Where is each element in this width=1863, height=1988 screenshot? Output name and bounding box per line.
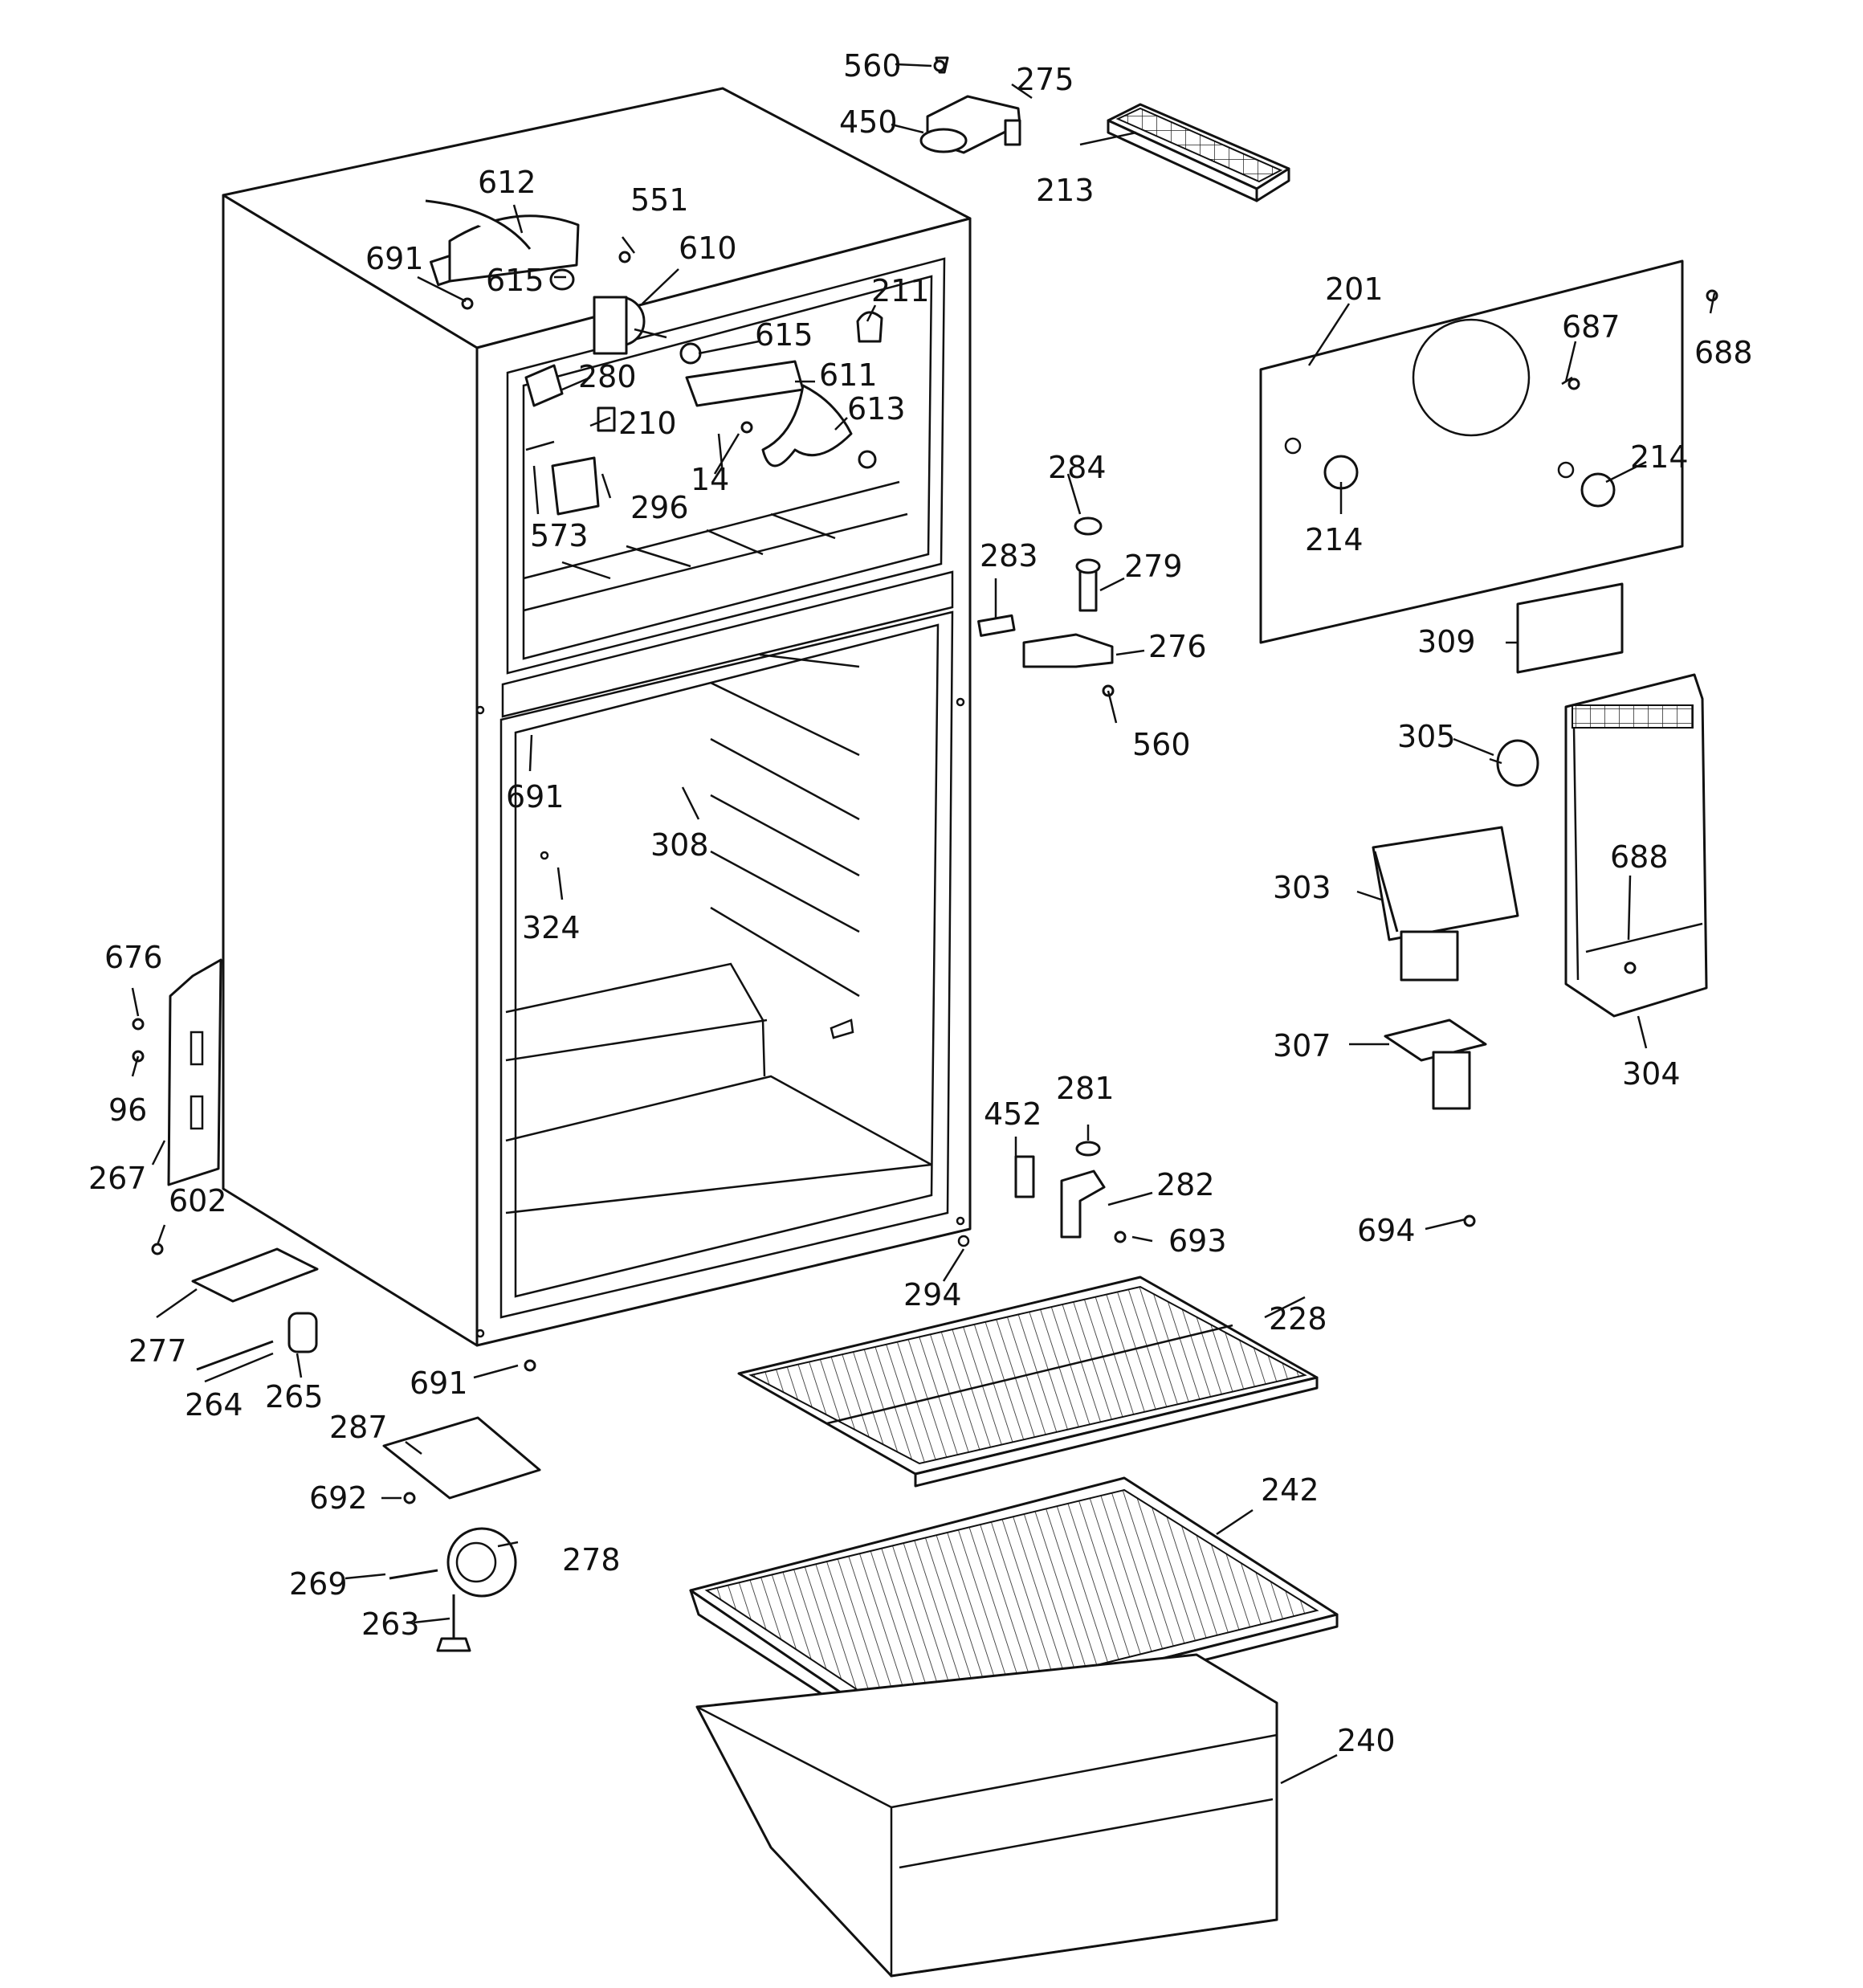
label-450: 450 [839, 104, 898, 140]
label-676: 676 [104, 940, 163, 975]
leader-lines [131, 63, 1716, 1785]
label-303: 303 [1273, 870, 1331, 905]
label-269: 269 [289, 1566, 348, 1602]
label-214: 214 [1630, 439, 1689, 475]
label-611: 611 [819, 357, 878, 393]
top-hinge [919, 56, 1021, 154]
label-284: 284 [1048, 450, 1107, 485]
label-615: 615 [755, 317, 813, 353]
label-281: 281 [1056, 1071, 1115, 1106]
label-615: 615 [486, 263, 544, 298]
label-551: 551 [630, 182, 689, 218]
rating-label [1516, 582, 1624, 674]
label-573: 573 [530, 518, 589, 553]
label-688: 688 [1694, 335, 1753, 370]
control-housing [1564, 673, 1708, 1018]
label-211: 211 [871, 273, 930, 308]
label-276: 276 [1148, 629, 1207, 664]
freezer-components [425, 199, 883, 516]
control-knob [1489, 739, 1539, 787]
label-304: 304 [1622, 1056, 1681, 1092]
label-96: 96 [108, 1092, 147, 1128]
label-602: 602 [169, 1183, 227, 1219]
lower-left-hardware [191, 1247, 541, 1652]
label-280: 280 [578, 359, 637, 394]
label-210: 210 [618, 406, 677, 441]
label-214: 214 [1305, 522, 1364, 557]
label-287: 287 [329, 1410, 388, 1445]
label-264: 264 [185, 1387, 243, 1423]
label-240: 240 [1337, 1723, 1396, 1758]
label-560: 560 [1132, 727, 1191, 762]
label-213: 213 [1036, 173, 1095, 208]
label-14: 14 [691, 462, 729, 497]
label-308: 308 [650, 827, 709, 863]
label-560: 560 [843, 48, 902, 84]
label-613: 613 [847, 391, 906, 427]
label-612: 612 [478, 165, 536, 200]
label-693: 693 [1168, 1223, 1227, 1259]
drip-tray [1384, 1018, 1487, 1110]
dispenser-body [1372, 826, 1519, 982]
ice-tray [1107, 103, 1290, 202]
label-279: 279 [1124, 549, 1183, 584]
label-201: 201 [1325, 271, 1384, 307]
label-691: 691 [410, 1365, 468, 1401]
label-610: 610 [679, 231, 737, 266]
label-694: 694 [1357, 1213, 1416, 1248]
label-688: 688 [1610, 839, 1669, 875]
label-263: 263 [361, 1606, 420, 1642]
side-rail [167, 958, 222, 1186]
label-307: 307 [1273, 1028, 1331, 1063]
label-275: 275 [1016, 62, 1074, 97]
hinge-hardware [957, 516, 1114, 1247]
label-267: 267 [88, 1161, 147, 1196]
label-228: 228 [1269, 1301, 1327, 1337]
label-242: 242 [1261, 1472, 1319, 1508]
label-691: 691 [506, 779, 565, 814]
label-282: 282 [1156, 1167, 1215, 1202]
label-324: 324 [522, 910, 581, 945]
crisper-drawer [695, 1653, 1278, 1978]
label-309: 309 [1417, 624, 1476, 659]
wire-shelf [737, 1276, 1319, 1488]
label-294: 294 [903, 1277, 962, 1312]
label-283: 283 [980, 538, 1038, 574]
label-687: 687 [1562, 309, 1620, 345]
label-692: 692 [309, 1480, 368, 1516]
label-296: 296 [630, 490, 689, 525]
rear-panel [1259, 259, 1684, 644]
label-452: 452 [984, 1096, 1042, 1132]
label-278: 278 [562, 1542, 621, 1578]
label-691: 691 [365, 241, 424, 276]
callout-labels: 560 275 450 213 612 551 691 615 610 211 … [88, 48, 1753, 1758]
label-265: 265 [265, 1379, 324, 1414]
label-305: 305 [1397, 719, 1456, 754]
label-277: 277 [128, 1333, 187, 1369]
refrigerator-cabinet [222, 87, 972, 1347]
